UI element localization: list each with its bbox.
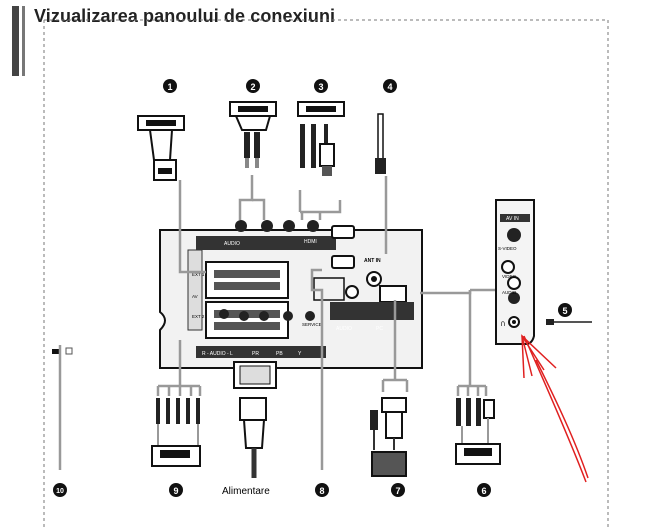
marker-6: 6: [477, 483, 491, 497]
service-label: SERVICE: [302, 322, 322, 327]
y-label: Y: [298, 351, 302, 357]
marker-4: 4: [383, 79, 397, 93]
device-1-scart: [137, 115, 185, 181]
side-av-panel: ∩: [495, 199, 535, 345]
audio-l-label: AUDIO: [224, 241, 240, 247]
svg-text:4: 4: [387, 82, 392, 92]
marker-8: 8: [315, 483, 329, 497]
ext2-label: EXT 2: [192, 314, 205, 319]
title-bar-thin: [22, 6, 25, 76]
device-10-kensington: [52, 345, 73, 470]
pr-label: PR: [252, 351, 259, 357]
svg-text:1: 1: [167, 82, 172, 92]
marker-3: 3: [314, 79, 328, 93]
tv-back-panel: [159, 220, 423, 389]
svg-text:6: 6: [481, 486, 486, 496]
svg-text:8: 8: [319, 486, 324, 496]
marker-7: 7: [391, 483, 405, 497]
device-3-hdmi-audio: [297, 101, 345, 176]
marker-2: 2: [246, 79, 260, 93]
pc-label: PC: [376, 326, 383, 332]
av-in-label: AV IN: [506, 216, 519, 222]
red-annotation-arrows: [521, 334, 589, 483]
marker-9: 9: [169, 483, 183, 497]
svg-text:∩: ∩: [500, 319, 506, 328]
video-label: VIDEO: [502, 274, 517, 279]
svg-text:9: 9: [173, 486, 178, 496]
device-5-headphone: [546, 319, 592, 325]
s-video-label: S-VIDEO: [498, 246, 517, 251]
svg-text:10: 10: [56, 488, 64, 495]
r-audio-l-label: R - AUDIO - L: [202, 351, 233, 357]
av-label: AV: [192, 294, 198, 299]
svg-text:5: 5: [562, 306, 567, 316]
device-4-antenna: [375, 113, 386, 174]
connection-lines: [156, 175, 530, 470]
hdmi-label: HDMI: [304, 239, 317, 245]
page-title: Vizualizarea panoului de conexiuni: [34, 6, 336, 26]
marker-10: 10: [53, 483, 67, 497]
dashed-frame: [44, 19, 609, 527]
svg-text:2: 2: [250, 82, 255, 92]
ext1-label: EXT 1: [192, 272, 205, 277]
marker-5: 5: [558, 303, 572, 317]
pb-label: PB: [276, 351, 283, 357]
device-7-pc-cable: [370, 397, 407, 477]
power-cord: [239, 397, 267, 478]
audio-pc-label: AUDIO: [336, 326, 352, 332]
power-label: Alimentare: [222, 486, 270, 497]
marker-1: 1: [163, 79, 177, 93]
ant-in-label: ANT IN: [364, 258, 381, 264]
audio-side-label: AUDIO: [502, 290, 517, 295]
device-2-audio-rca: [229, 101, 277, 168]
device-6-component-svideo: [455, 398, 501, 465]
device-9-component: [151, 398, 201, 467]
svg-text:3: 3: [318, 82, 323, 92]
title-bar-thick: [12, 6, 19, 76]
svg-text:7: 7: [395, 486, 400, 496]
